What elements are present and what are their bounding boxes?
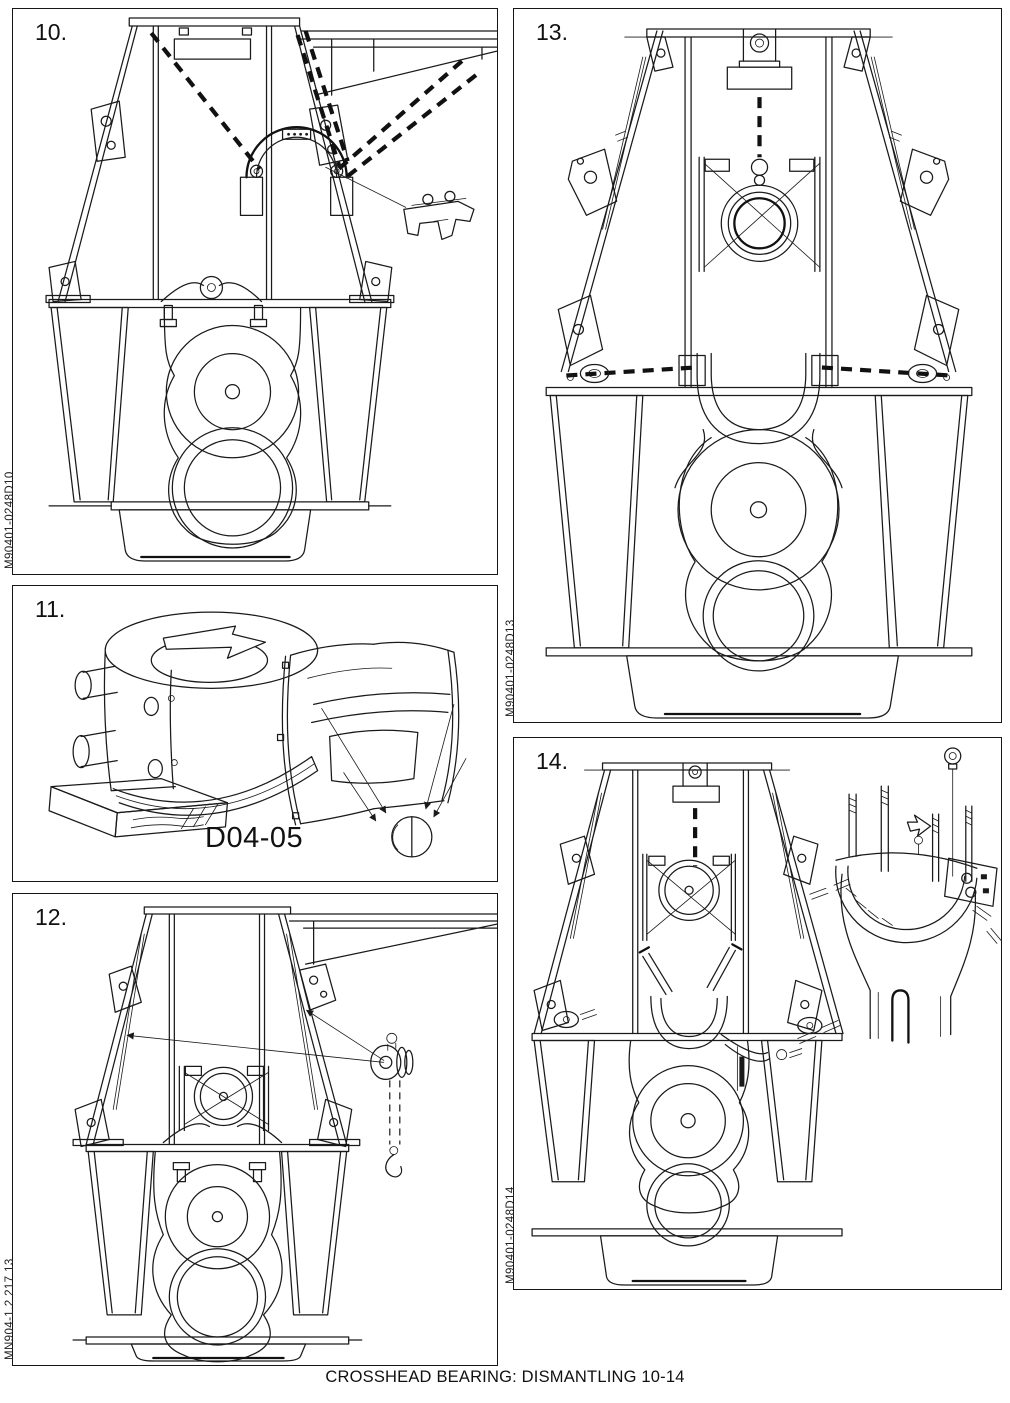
figure-code: M90401-0248D10	[4, 471, 16, 569]
figure-code: MN904-1.2 217 13	[4, 1258, 16, 1360]
figure-number: 10.	[35, 19, 67, 45]
figure-panel-10: 10. M90401-0248D10	[4, 8, 498, 575]
tool-reference-label: D04-05	[205, 822, 304, 854]
figure-number: 14.	[536, 748, 568, 774]
crosshead-dismantling-step-13-drawing	[545, 28, 973, 719]
figure-panel-11: 11. D04-05	[12, 585, 498, 882]
figure-panel-13: 13. M90401-0248D13	[505, 8, 1002, 723]
crosshead-dismantling-step-11-drawing	[48, 611, 467, 858]
figure-panel-14: 14. M90401-0248D14	[505, 737, 1002, 1290]
figure-number: 12.	[35, 904, 67, 930]
crosshead-dismantling-step-10-drawing	[45, 17, 497, 562]
figure-code: M90401-0248D13	[505, 619, 517, 717]
crosshead-dismantling-step-14-drawing	[531, 747, 1001, 1286]
figure-code: M90401-0248D14	[505, 1186, 517, 1284]
figure-number: 11.	[35, 596, 66, 622]
figure-number: 13.	[536, 19, 568, 45]
figure-panel-12: 12. MN904-1.2 217 13	[4, 893, 498, 1366]
page-caption: CROSSHEAD BEARING: DISMANTLING 10-14	[325, 1368, 685, 1386]
crosshead-dismantling-step-12-drawing	[72, 906, 497, 1363]
